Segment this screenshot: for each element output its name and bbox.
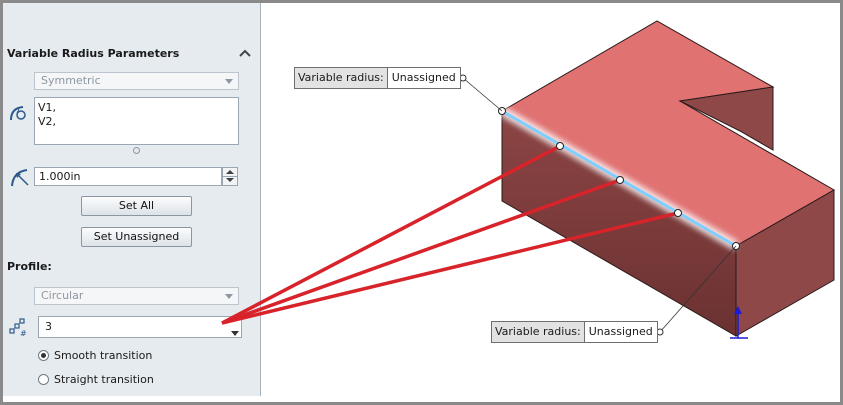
instances-icon: #: [9, 318, 27, 338]
set-unassigned-button[interactable]: Set Unassigned: [81, 227, 192, 247]
vertex-selection-icon: ?: [9, 103, 29, 123]
radius-input-value: 1.000in: [39, 170, 81, 183]
instances-input-value: 3: [45, 320, 52, 333]
panel-title: Variable Radius Parameters: [7, 47, 180, 60]
model-side-face[interactable]: [735, 189, 835, 337]
collapse-chevron-icon[interactable]: [238, 47, 252, 59]
chevron-down-icon: [225, 79, 233, 84]
resize-grip-icon[interactable]: [133, 147, 140, 154]
symmetry-select[interactable]: Symmetric: [34, 72, 239, 90]
callout-anchor: [656, 328, 664, 336]
callout-label: Variable radius:: [295, 68, 388, 88]
chevron-down-icon: [225, 294, 233, 299]
callout-leader: [462, 77, 503, 112]
annotation-arrow: [221, 144, 561, 325]
list-item[interactable]: V2,: [38, 115, 57, 128]
smooth-transition-radio[interactable]: [38, 350, 49, 361]
callout-value[interactable]: Unassigned: [588, 325, 653, 338]
control-point-marker[interactable]: [616, 176, 624, 184]
list-item[interactable]: V1,: [38, 101, 57, 114]
annotation-arrow: [221, 178, 621, 325]
callout-value[interactable]: Unassigned: [391, 71, 456, 84]
spin-down-icon[interactable]: [226, 178, 234, 182]
straight-transition-label: Straight transition: [54, 373, 154, 386]
svg-text:#: #: [20, 329, 27, 338]
callout-anchor: [459, 74, 467, 82]
callout-leader: [659, 245, 737, 333]
variable-radius-callout-top[interactable]: Variable radius: Unassigned: [294, 67, 461, 89]
radius-input[interactable]: 1.000in: [34, 167, 222, 186]
profile-select-value: Circular: [41, 289, 84, 302]
svg-text:?: ?: [15, 108, 20, 118]
triad-arrow-icon: [734, 306, 742, 314]
radius-spinner[interactable]: [222, 167, 238, 186]
variable-radius-callout-bottom[interactable]: Variable radius: Unassigned: [491, 321, 658, 343]
instances-input[interactable]: 3: [38, 316, 242, 338]
vertex-list[interactable]: V1, V2,: [34, 97, 239, 145]
model-inner-face[interactable]: [678, 86, 774, 151]
profile-label: Profile:: [7, 260, 52, 273]
smooth-transition-label: Smooth transition: [54, 349, 153, 362]
control-point-marker[interactable]: [556, 142, 564, 150]
spin-up-icon[interactable]: [226, 170, 234, 174]
spinner-divider: [223, 176, 237, 177]
annotation-arrow: [221, 211, 679, 325]
chevron-down-icon[interactable]: [231, 331, 239, 336]
profile-select[interactable]: Circular: [34, 287, 239, 305]
callout-label: Variable radius:: [492, 322, 585, 342]
straight-transition-radio[interactable]: [38, 374, 49, 385]
symmetry-select-value: Symmetric: [41, 74, 101, 87]
set-all-button[interactable]: Set All: [81, 196, 192, 216]
control-point-marker[interactable]: [674, 209, 682, 217]
radius-icon: [11, 169, 29, 187]
